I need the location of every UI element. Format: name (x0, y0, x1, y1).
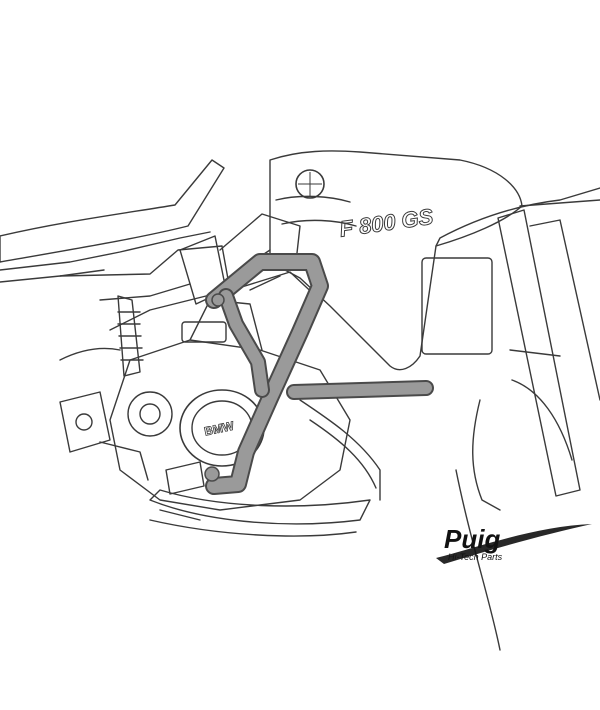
seat-outline (0, 159, 225, 263)
exhaust-pipes (299, 399, 381, 501)
radiator (421, 257, 493, 355)
footpeg (165, 461, 205, 495)
brand-logo: Puig Hi-Tech Parts (436, 518, 592, 566)
front-fender (472, 399, 501, 511)
swingarm-bracket (59, 391, 111, 453)
front-wheel (455, 469, 501, 651)
brand-tagline: Hi-Tech Parts (448, 552, 503, 562)
puig-swoosh-logo-icon: Puig Hi-Tech Parts (436, 524, 592, 564)
bmw-roundel-icon (295, 169, 325, 199)
skid-plate (149, 489, 371, 525)
engine-cover-text: BMW (203, 419, 236, 439)
rear-shock (117, 295, 141, 377)
rear-subframe (59, 245, 231, 331)
crash-bar (204, 253, 434, 495)
main-frame (219, 213, 301, 263)
brand-name: Puig (444, 524, 500, 554)
front-fairing (435, 187, 600, 247)
front-fork (497, 209, 581, 497)
